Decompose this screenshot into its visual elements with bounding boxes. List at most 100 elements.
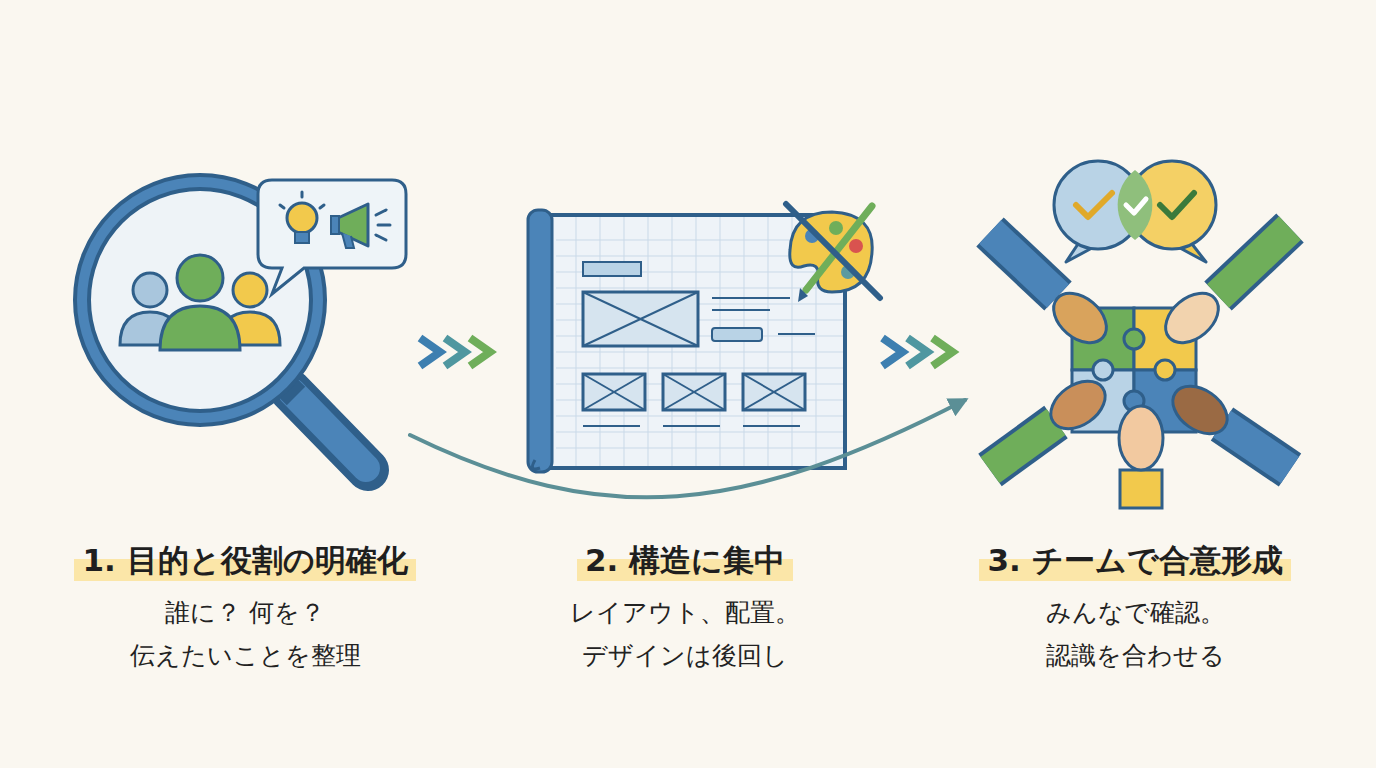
idea-bubble-part: [301, 192, 304, 197]
blueprint-icon-part-part: [576, 217, 577, 466]
blueprint-icon-part: [583, 292, 698, 346]
blueprint-icon-part: [663, 425, 720, 427]
blueprint-icon-part: [712, 328, 762, 341]
blueprint-icon-part: [532, 460, 540, 469]
step-description: みんなで確認。 認識を合わせる: [995, 591, 1275, 677]
agreement-bubbles-part: [1126, 199, 1146, 213]
blueprint-icon-part: [528, 210, 552, 472]
idea-bubble-part: [378, 224, 390, 227]
people-icon-part: [233, 273, 267, 307]
blueprint-icon-part: [583, 262, 641, 276]
chevron: [933, 338, 953, 366]
no-palette-icon-part: [829, 221, 843, 235]
blueprint-icon-part: [712, 309, 770, 311]
step-text-group: 3. チームで合意形成みんなで確認。 認識を合わせる: [915, 535, 1355, 677]
blueprint-icon-part: [778, 333, 815, 335]
no-palette-icon-part: [849, 239, 863, 253]
no-palette-icon-part: [798, 288, 808, 302]
blueprint-icon-part: [583, 374, 645, 410]
puzzle-icon-part: [1155, 360, 1175, 380]
chevron: [445, 338, 465, 366]
hands-icon-part: [1164, 376, 1236, 443]
step-heading: 3. チームで合意形成: [979, 535, 1290, 585]
blueprint-icon-part: [583, 425, 640, 427]
heading-row: 2. 構造に集中: [450, 535, 920, 585]
hands-icon-part: [1042, 371, 1114, 438]
hands-icon-part: [1156, 283, 1228, 352]
blueprint-icon-part-part: [768, 217, 769, 466]
agreement-bubbles-part: [1160, 193, 1194, 217]
hands-icon-part: [1218, 228, 1290, 296]
agreement-bubbles-part: [1118, 170, 1153, 240]
hands-icon-part: [1222, 424, 1290, 470]
hands-icon-part: [1222, 424, 1290, 470]
no-palette-icon: [786, 204, 880, 302]
puzzle-icon-part: [1093, 360, 1113, 380]
step-description: 誰に？ 何を？ 伝えたいことを整理: [105, 591, 385, 677]
idea-bubble-part: [280, 205, 284, 208]
agreement-bubbles-part: [1076, 193, 1112, 217]
chevron: [470, 338, 490, 366]
chevron: [883, 338, 903, 366]
blueprint-icon-part: [583, 374, 645, 410]
blueprint-icon-part: [663, 374, 725, 410]
flow-arrow: [410, 400, 965, 497]
heading-row: 3. チームで合意形成: [915, 535, 1355, 585]
blueprint-icon-part: [583, 292, 698, 346]
idea-bubble-part: [287, 203, 317, 233]
chevron-arrow: [883, 338, 953, 366]
blueprint-icon-part-part: [556, 416, 843, 417]
idea-bubble-part: [338, 204, 368, 246]
blueprint-icon-part: [663, 374, 725, 410]
idea-bubble-part: [342, 233, 354, 248]
step-node: 1. 目的と役割の明確化誰に？ 何を？ 伝えたいことを整理: [80, 170, 410, 680]
idea-bubble-part: [376, 235, 386, 240]
chevron: [420, 338, 440, 366]
step-text-group: 2. 構造に集中レイアウト、配置。 デザインは後回し: [450, 535, 920, 677]
hands-icon-part: [990, 422, 1056, 470]
blueprint-icon-part-part: [556, 368, 843, 369]
chevron: [908, 338, 928, 366]
curved-connector: [410, 400, 965, 497]
blueprint-icon-part: [743, 425, 800, 427]
people-icon-part: [160, 306, 240, 350]
idea-bubble-part: [258, 180, 406, 294]
blueprint-icon-part: [743, 374, 805, 410]
blueprint-icon-part: [712, 297, 790, 299]
people-icon-part: [177, 255, 223, 301]
no-palette-icon-part: [786, 204, 880, 298]
blueprint-icon-part-part: [556, 432, 843, 433]
step-heading: 1. 目的と役割の明確化: [74, 535, 415, 585]
hands-icon-part: [1120, 470, 1162, 508]
idea-bubble-part: [376, 210, 386, 215]
blueprint-icon-part: [663, 374, 725, 410]
hands-icon-part: [990, 232, 1058, 296]
idea-bubble-part: [331, 216, 339, 234]
hands-icon-part: [1119, 406, 1163, 470]
hands-icon: [990, 228, 1290, 508]
step-heading: 2. 構造に集中: [577, 535, 793, 585]
blueprint-icon-part-part: [556, 352, 843, 353]
idea-bubble: [258, 180, 406, 294]
puzzle-icon-part: [1124, 329, 1144, 349]
agreement-bubbles: [1054, 161, 1216, 262]
blueprint-icon-part: [583, 374, 645, 410]
chevron-arrow: [420, 338, 490, 366]
hands-icon-part: [990, 422, 1056, 470]
magnifier-icon-part: [292, 392, 366, 468]
blueprint-icon-part: [583, 292, 698, 346]
magnifier-icon-part: [290, 390, 368, 470]
people-icon: [120, 255, 280, 350]
step-node: 3. チームで合意形成みんなで確認。 認識を合わせる: [965, 170, 1305, 680]
hands-icon-part: [1044, 283, 1116, 352]
step-text-group: 1. 目的と役割の明確化誰に？ 何を？ 伝えたいことを整理: [30, 535, 460, 677]
blueprint-icon-part: [743, 374, 805, 410]
idea-bubble-part: [320, 205, 324, 208]
people-icon-part: [133, 273, 167, 307]
step-description: レイアウト、配置。 デザインは後回し: [545, 591, 825, 677]
blueprint-icon-part-part: [556, 448, 843, 449]
heading-row: 1. 目的と役割の明確化: [30, 535, 460, 585]
hands-icon-part: [1218, 228, 1290, 296]
step-node: 2. 構造に集中レイアウト、配置。 デザインは後回し: [500, 170, 870, 680]
